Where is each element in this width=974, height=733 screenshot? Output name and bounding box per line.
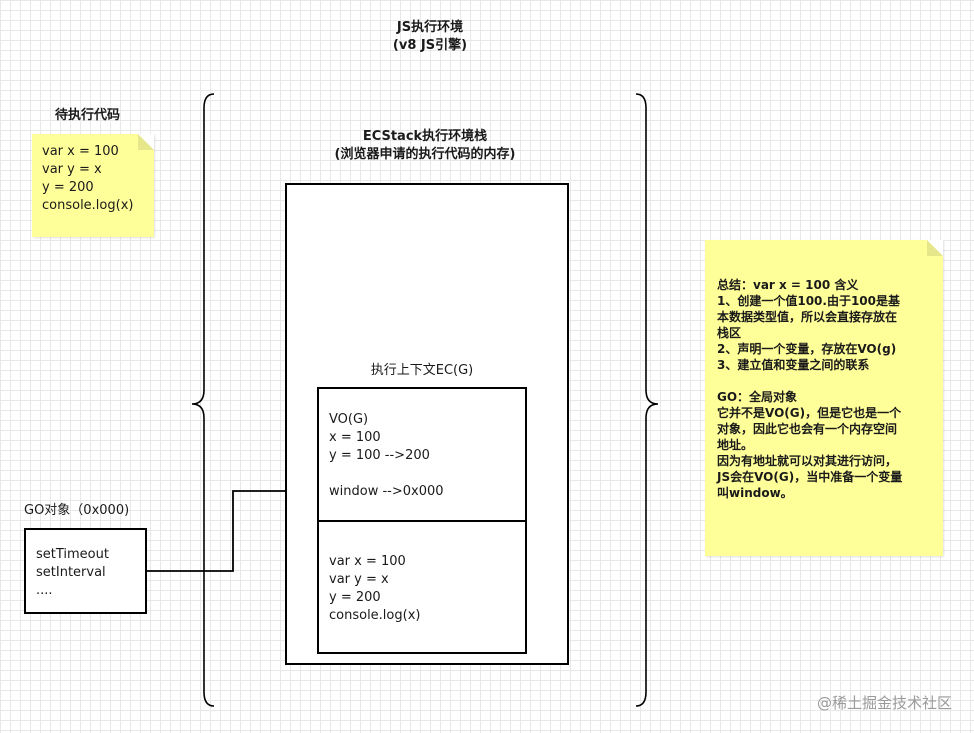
env-title: JS执行环境 bbox=[396, 20, 464, 35]
pending-code-note: var x = 100 var y = x y = 200 console.lo… bbox=[32, 134, 154, 237]
code-line: console.log(x) bbox=[42, 198, 134, 213]
code-line: var y = x bbox=[42, 162, 102, 177]
go-to-window-arrow bbox=[146, 490, 306, 572]
note-fold bbox=[138, 134, 154, 150]
summary-line: 总结：var x = 100 含义 bbox=[717, 278, 859, 292]
pending-code-title: 待执行代码 bbox=[54, 108, 120, 123]
summary-note: 总结：var x = 100 含义 1、创建一个值100.由于100是基 本数据… bbox=[705, 240, 943, 556]
note-fold bbox=[927, 240, 943, 256]
ecstack-subtitle: (浏览器申请的执行代码的内存) bbox=[334, 147, 516, 162]
go-line: setInterval bbox=[36, 565, 106, 580]
summary-line: 它并不是VO(G)，但是它也是一个 bbox=[717, 406, 902, 420]
ec-code-line: y = 200 bbox=[329, 590, 381, 605]
summary-line: 对象，因此它也会有一个内存空间 bbox=[717, 422, 898, 436]
summary-line: JS会在VO(G)，当中准备一个变量 bbox=[717, 470, 903, 484]
ec-label: 执行上下文EC(G) bbox=[370, 363, 474, 378]
left-brace bbox=[191, 93, 215, 707]
go-label: GO对象（0x000) bbox=[24, 503, 130, 518]
ec-code-line: console.log(x) bbox=[329, 608, 421, 623]
go-line: setTimeout bbox=[36, 547, 109, 562]
summary-line: 地址。 bbox=[717, 438, 754, 452]
env-subtitle: (v8 JS引擎) bbox=[392, 38, 468, 53]
ec-code-line: var y = x bbox=[329, 572, 389, 587]
summary-line bbox=[717, 373, 902, 389]
summary-line: 叫window。 bbox=[717, 486, 793, 500]
go-box: setTimeout setInterval .... bbox=[24, 528, 147, 614]
right-brace bbox=[635, 93, 659, 707]
ecstack-title: ECStack执行环境栈 bbox=[362, 129, 488, 144]
code-line: y = 200 bbox=[42, 180, 94, 195]
ecstack-title-block: ECStack执行环境栈 (浏览器申请的执行代码的内存) bbox=[300, 128, 550, 164]
summary-line: 因为有地址就可以对其进行访问， bbox=[717, 454, 898, 468]
vo-line bbox=[329, 465, 444, 483]
summary-line: 3、建立值和变量之间的联系 bbox=[717, 358, 870, 372]
ec-code-line: var x = 100 bbox=[329, 554, 406, 569]
vo-line: VO(G) bbox=[329, 412, 369, 427]
ec-code-section: var x = 100 var y = x y = 200 console.lo… bbox=[329, 553, 420, 625]
vo-line: window -->0x000 bbox=[329, 484, 444, 499]
go-line: .... bbox=[36, 583, 53, 598]
summary-line: 2、声明一个变量，存放在VO(g) bbox=[717, 342, 897, 356]
summary-line: 栈区 bbox=[717, 326, 742, 340]
summary-line: 1、创建一个值100.由于100是基 bbox=[717, 294, 901, 308]
vo-line: x = 100 bbox=[329, 430, 381, 445]
ec-box: VO(G) x = 100 y = 100 -->200 window -->0… bbox=[317, 387, 527, 654]
code-line: var x = 100 bbox=[42, 144, 119, 159]
vo-section: VO(G) x = 100 y = 100 -->200 window -->0… bbox=[329, 411, 444, 501]
watermark: @稀土掘金技术社区 bbox=[816, 694, 952, 712]
env-title-block: JS执行环境 (v8 JS引擎) bbox=[330, 19, 530, 55]
summary-line: 本数据类型值，所以会直接存放在 bbox=[717, 310, 898, 324]
summary-line: GO：全局对象 bbox=[717, 390, 798, 404]
ec-divider bbox=[319, 520, 525, 522]
vo-line: y = 100 -->200 bbox=[329, 448, 430, 463]
